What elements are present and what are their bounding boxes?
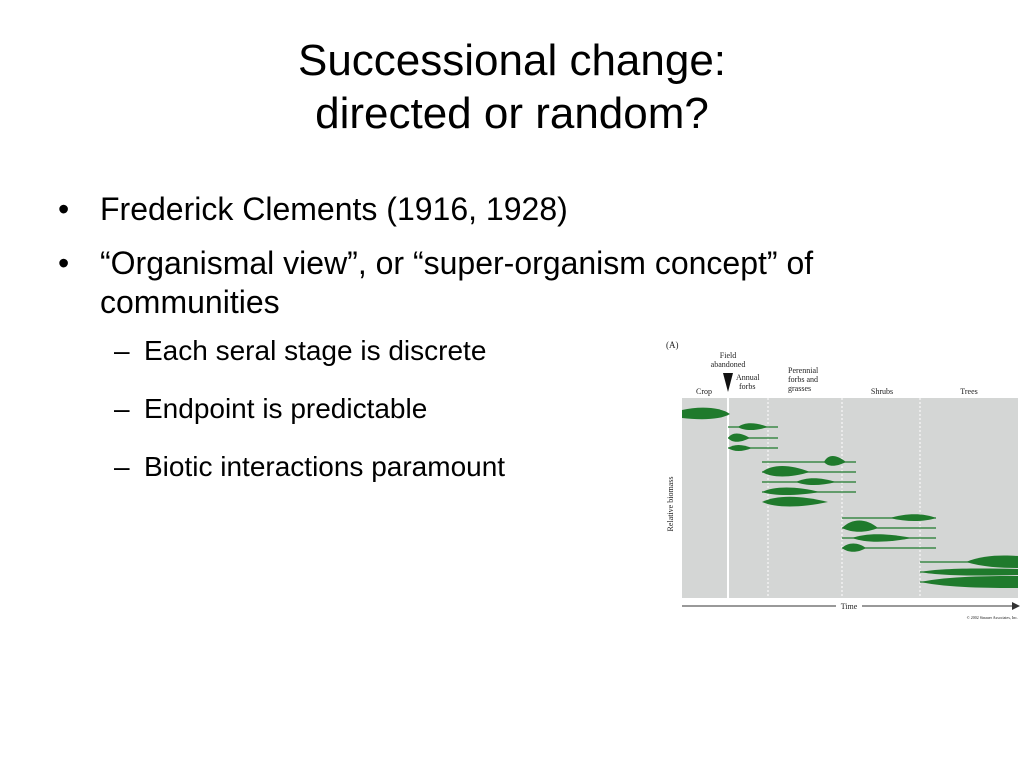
tree-species-3 xyxy=(920,576,1018,588)
perennial-species-4 xyxy=(762,487,820,495)
species-biomass-shapes xyxy=(682,407,1018,588)
dash-icon: – xyxy=(114,393,130,424)
bullet-dot-icon: • xyxy=(58,191,70,227)
succession-figure: (A) Field abandoned Crop Annual forbs Pe… xyxy=(666,340,1020,621)
time-axis-label: Time xyxy=(841,602,858,611)
stage-annual-1: Annual xyxy=(736,373,760,382)
tree-species-1 xyxy=(966,555,1018,568)
field-abandoned-label-1: Field xyxy=(720,351,736,360)
title-line-2: directed or random? xyxy=(315,89,709,138)
bullet-dot-icon: • xyxy=(58,245,70,281)
sub-bullet-item: – Endpoint is predictable xyxy=(58,392,838,426)
shrub-species-4 xyxy=(842,543,866,552)
bullet-item: • Frederick Clements (1916, 1928) xyxy=(58,190,838,229)
dash-icon: – xyxy=(114,451,130,482)
stage-dividers xyxy=(727,398,921,598)
shrub-species-1 xyxy=(890,514,936,521)
time-label-bg xyxy=(836,601,862,611)
sub-bullet-item: – Each seral stage is discrete xyxy=(58,334,838,368)
stage-perennial-3: grasses xyxy=(788,384,811,393)
sub-bullet-text: Endpoint is predictable xyxy=(144,393,428,424)
sub-bullet-item: – Biotic interactions paramount xyxy=(58,450,838,484)
stage-perennial-2: forbs and xyxy=(788,375,818,384)
bullet-text: “Organismal view”, or “super-organism co… xyxy=(100,245,814,320)
stage-annual-2: forbs xyxy=(739,382,755,391)
perennial-species-1 xyxy=(824,456,846,466)
shrub-species-2 xyxy=(842,520,878,532)
field-abandoned-label-2: abandoned xyxy=(711,360,746,369)
perennial-species-3 xyxy=(796,478,836,485)
y-axis-label: Relative biomass xyxy=(666,477,675,532)
annual-species-3 xyxy=(728,445,752,451)
sub-bullet-text: Biotic interactions paramount xyxy=(144,451,506,482)
dash-icon: – xyxy=(114,335,130,366)
crop-species-shape xyxy=(682,407,730,420)
annual-species-1 xyxy=(738,423,768,430)
slide-title: Successional change: directed or random? xyxy=(0,34,1024,140)
sub-bullet-text: Each seral stage is discrete xyxy=(144,335,487,366)
annual-species-2 xyxy=(728,433,750,442)
title-line-1: Successional change: xyxy=(297,36,727,85)
perennial-species-2 xyxy=(762,466,810,477)
bullet-list: • Frederick Clements (1916, 1928) • “Org… xyxy=(58,190,838,508)
field-abandoned-arrow-icon xyxy=(723,373,733,392)
perennial-species-5 xyxy=(762,496,828,507)
time-arrow-icon xyxy=(1012,602,1020,610)
stage-crop: Crop xyxy=(696,387,712,396)
panel-label: (A) xyxy=(666,340,679,350)
bullet-item: • “Organismal view”, or “super-organism … xyxy=(58,244,838,484)
stage-trees: Trees xyxy=(960,387,977,396)
tree-species-2 xyxy=(920,568,1018,576)
stage-perennial-1: Perennial xyxy=(788,366,819,375)
figure-panel xyxy=(682,398,1018,598)
shrub-species-3 xyxy=(852,534,912,542)
sub-bullet-list: – Each seral stage is discrete – Endpoin… xyxy=(58,334,838,484)
copyright-text: © 2002 Sinauer Associates, Inc. xyxy=(967,615,1018,621)
stage-shrubs: Shrubs xyxy=(871,387,893,396)
bullet-text: Frederick Clements (1916, 1928) xyxy=(100,191,568,227)
